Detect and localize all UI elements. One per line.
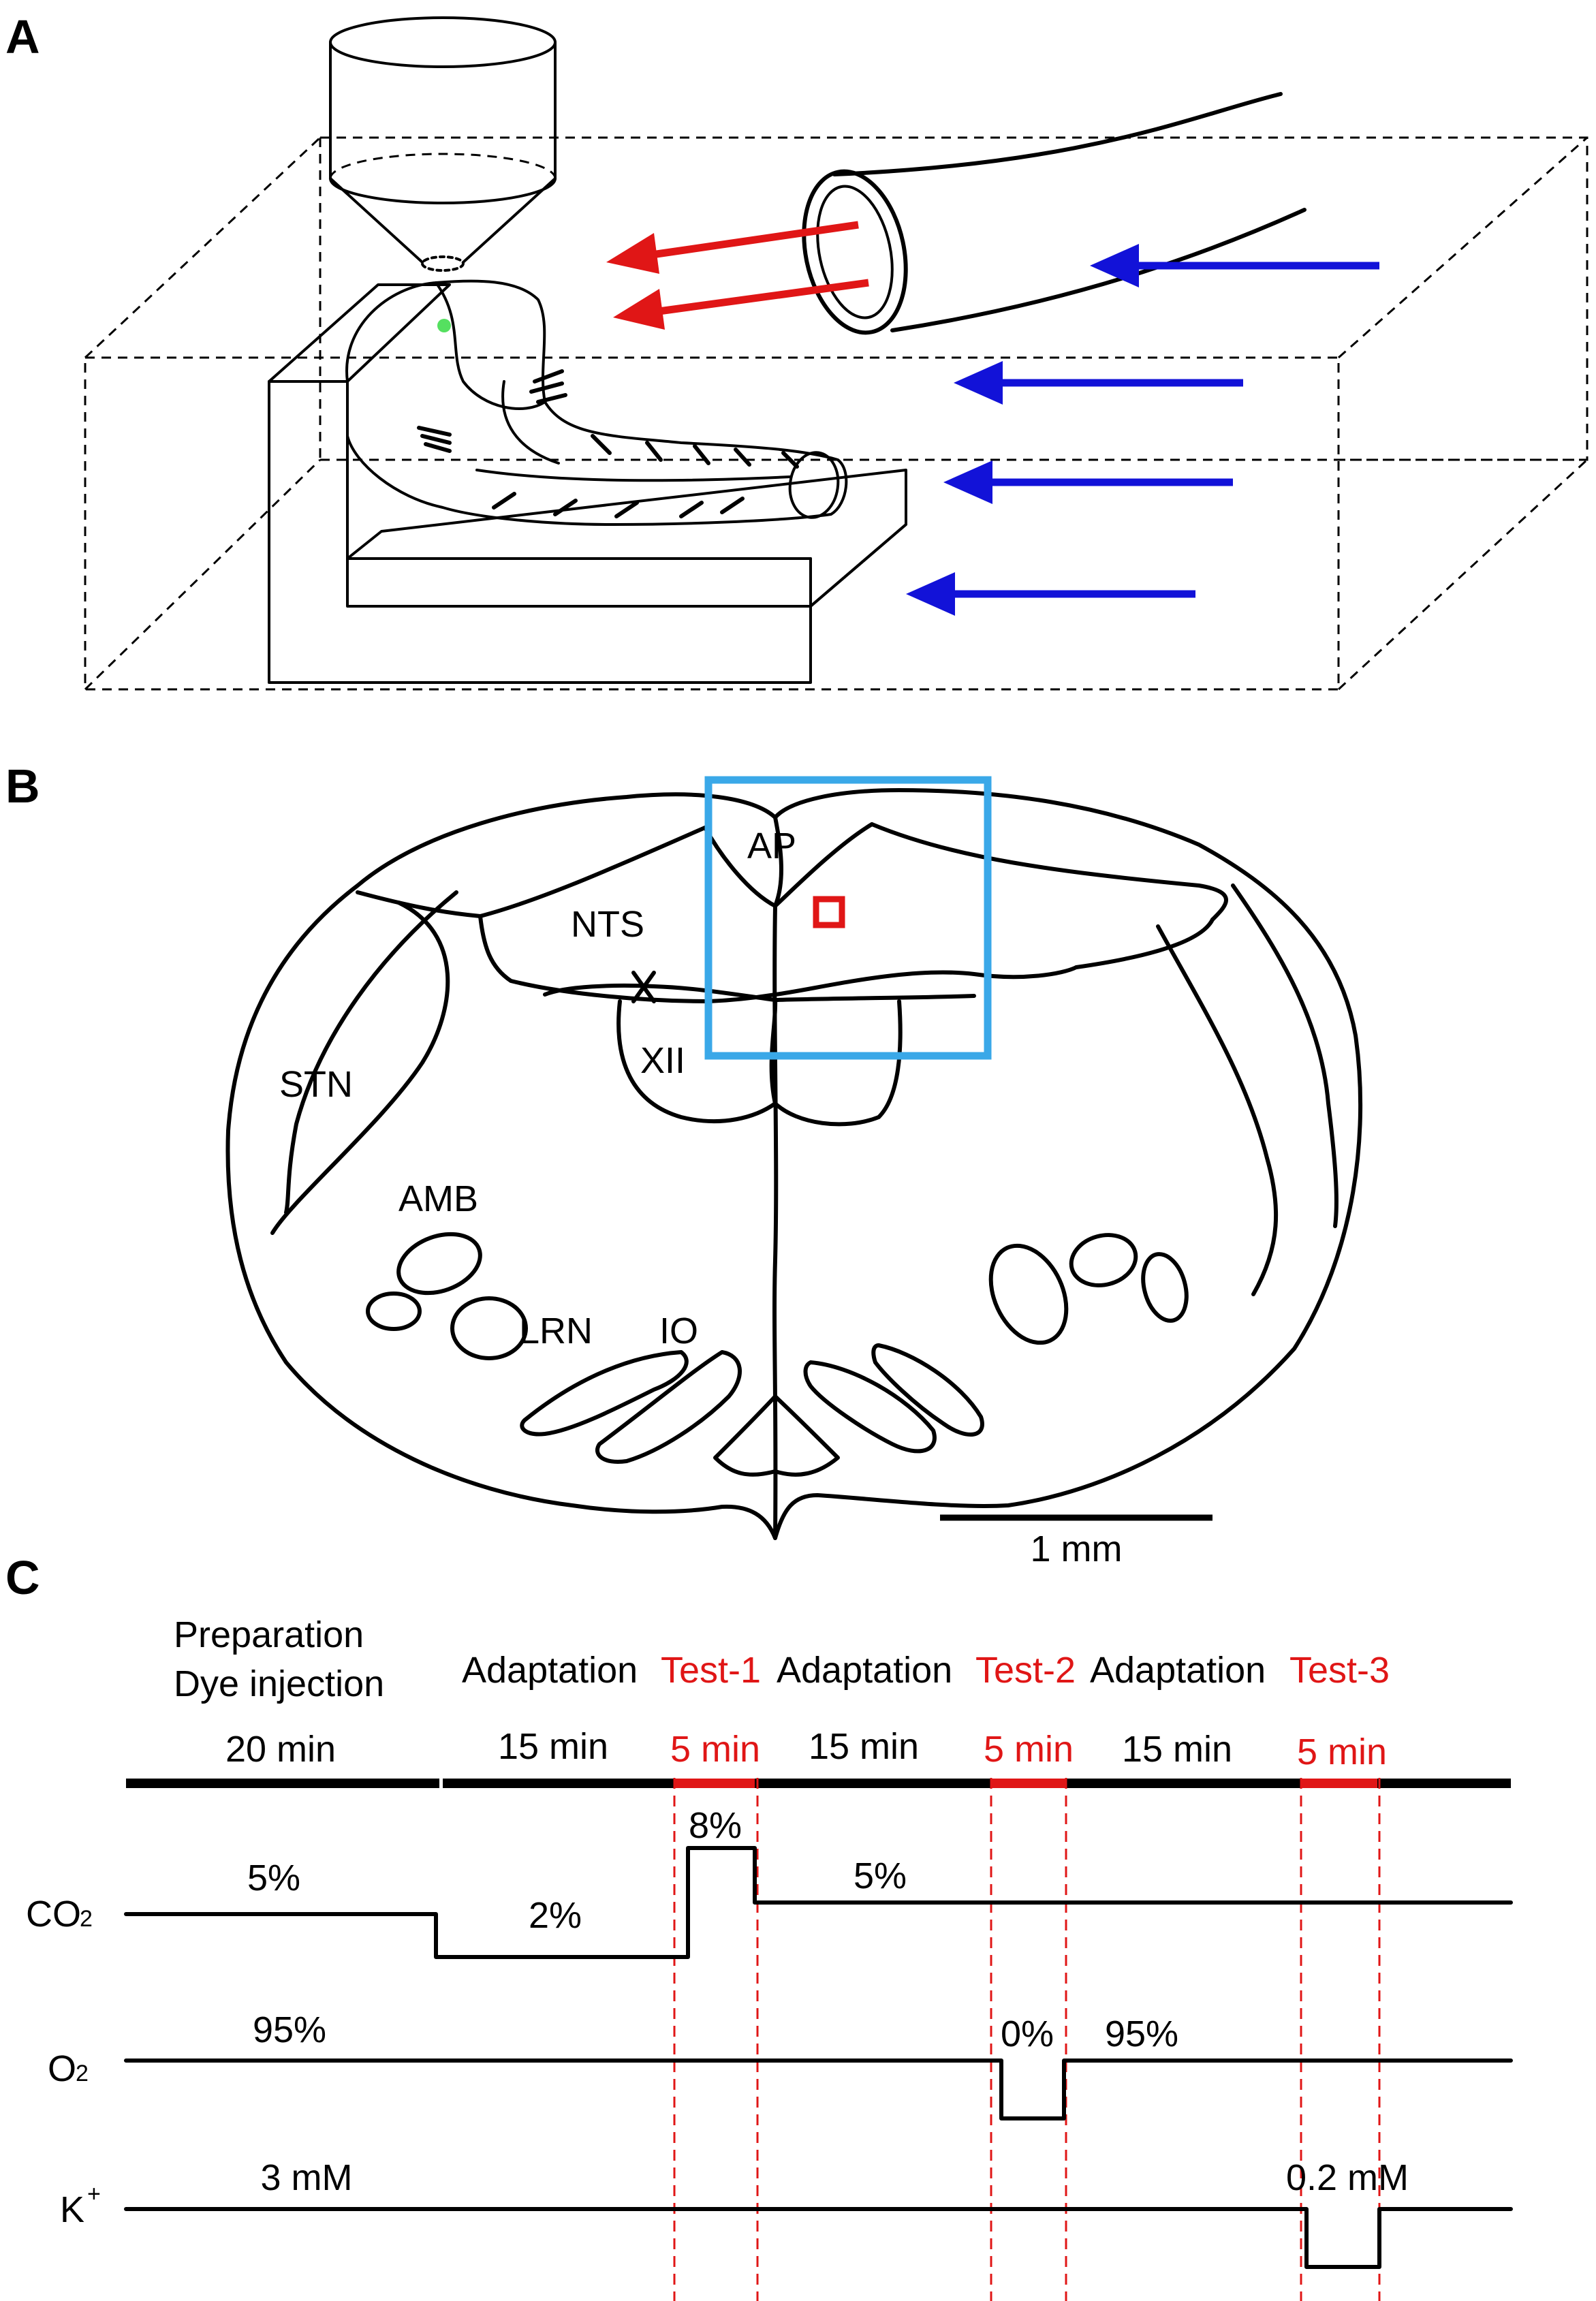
objective-lens (329, 16, 557, 272)
co2-subscript: 2 (80, 1906, 93, 1932)
o2-level-initial: 95% (253, 2009, 326, 2050)
perfusion-chamber-illustration (84, 16, 1589, 691)
k-trace: K + 3 mM 0.2 mM (60, 2157, 1513, 2269)
o2-level-test: 0% (1001, 2014, 1054, 2054)
outflow-arrows (606, 221, 869, 330)
recording-site-dot (437, 319, 451, 332)
phase-prep-label-1: Preparation (174, 1614, 364, 1655)
nts-outline (356, 890, 1078, 1003)
medulla-section: AP NTS XII STN AMB LRN IO 1 mm (225, 776, 1363, 1569)
scale-bar-label: 1 mm (1031, 1529, 1123, 1569)
nerve-rootlets (417, 369, 799, 518)
panel-c-letter: C (5, 1551, 40, 1604)
recorded-cell-marker (813, 896, 845, 928)
label-stn: STN (279, 1064, 353, 1105)
duration-test-2: 5 min (984, 1729, 1074, 1770)
co2-name: CO (26, 1894, 81, 1935)
duration-adaptation-2: 15 min (809, 1726, 919, 1767)
label-lrn: LRN (519, 1311, 593, 1351)
phase-test-2-label: Test-2 (975, 1650, 1076, 1691)
phase-prep-label-2: Dye injection (174, 1663, 384, 1704)
amb-outline (396, 1232, 482, 1296)
co2-level-initial: 5% (247, 1858, 300, 1898)
stn-outline (284, 890, 458, 1215)
panel-a-letter: A (5, 10, 40, 63)
phase-adaptation-3-label: Adaptation (1090, 1650, 1266, 1691)
co2-level-return: 5% (854, 1856, 907, 1896)
region-of-interest-box (704, 776, 992, 1060)
label-amb: AMB (398, 1178, 478, 1219)
label-nts: NTS (571, 904, 644, 945)
duration-adaptation-1: 15 min (498, 1726, 608, 1767)
x-nucleus (543, 983, 976, 1002)
o2-name: O (48, 2048, 76, 2089)
co2-level-adaptation: 2% (529, 1895, 582, 1936)
panel-b-letter: B (5, 760, 40, 813)
phase-adaptation-1-label: Adaptation (462, 1650, 638, 1691)
inflow-arrows (906, 244, 1379, 616)
bath-box (84, 136, 1589, 691)
phase-test-3-label: Test-3 (1289, 1650, 1390, 1691)
protocol-timeline: Preparation Dye injection Adaptation Tes… (26, 1614, 1513, 2301)
duration-prep: 20 min (225, 1729, 336, 1770)
o2-trace: O 2 95% 0% 95% (48, 2009, 1513, 2120)
duration-test-3: 5 min (1297, 1732, 1387, 1772)
brainstem-preparation (345, 279, 848, 526)
o2-level-return: 95% (1105, 2014, 1178, 2054)
tissue-holder (268, 283, 907, 684)
lrn-outline (450, 1296, 528, 1360)
co2-trace: CO 2 5% 2% 8% 5% (26, 1805, 1513, 1959)
k-superscript: + (87, 2181, 101, 2207)
duration-adaptation-3: 15 min (1122, 1729, 1232, 1770)
k-level-test: 0.2 mM (1286, 2157, 1409, 2198)
k-name: K (60, 2189, 84, 2230)
inferior-olive (520, 1343, 984, 1477)
phase-test-1-label: Test-1 (661, 1650, 761, 1691)
label-ap: AP (747, 826, 796, 866)
co2-level-test: 8% (689, 1805, 742, 1846)
o2-subscript: 2 (76, 2061, 89, 2086)
label-io: IO (659, 1311, 698, 1351)
label-xii: XII (640, 1040, 685, 1081)
duration-test-1: 5 min (670, 1729, 760, 1770)
k-level-initial: 3 mM (261, 2157, 353, 2198)
perfusion-tube (802, 92, 1306, 335)
section-outline (225, 788, 1363, 1540)
phase-adaptation-2-label: Adaptation (777, 1650, 952, 1691)
